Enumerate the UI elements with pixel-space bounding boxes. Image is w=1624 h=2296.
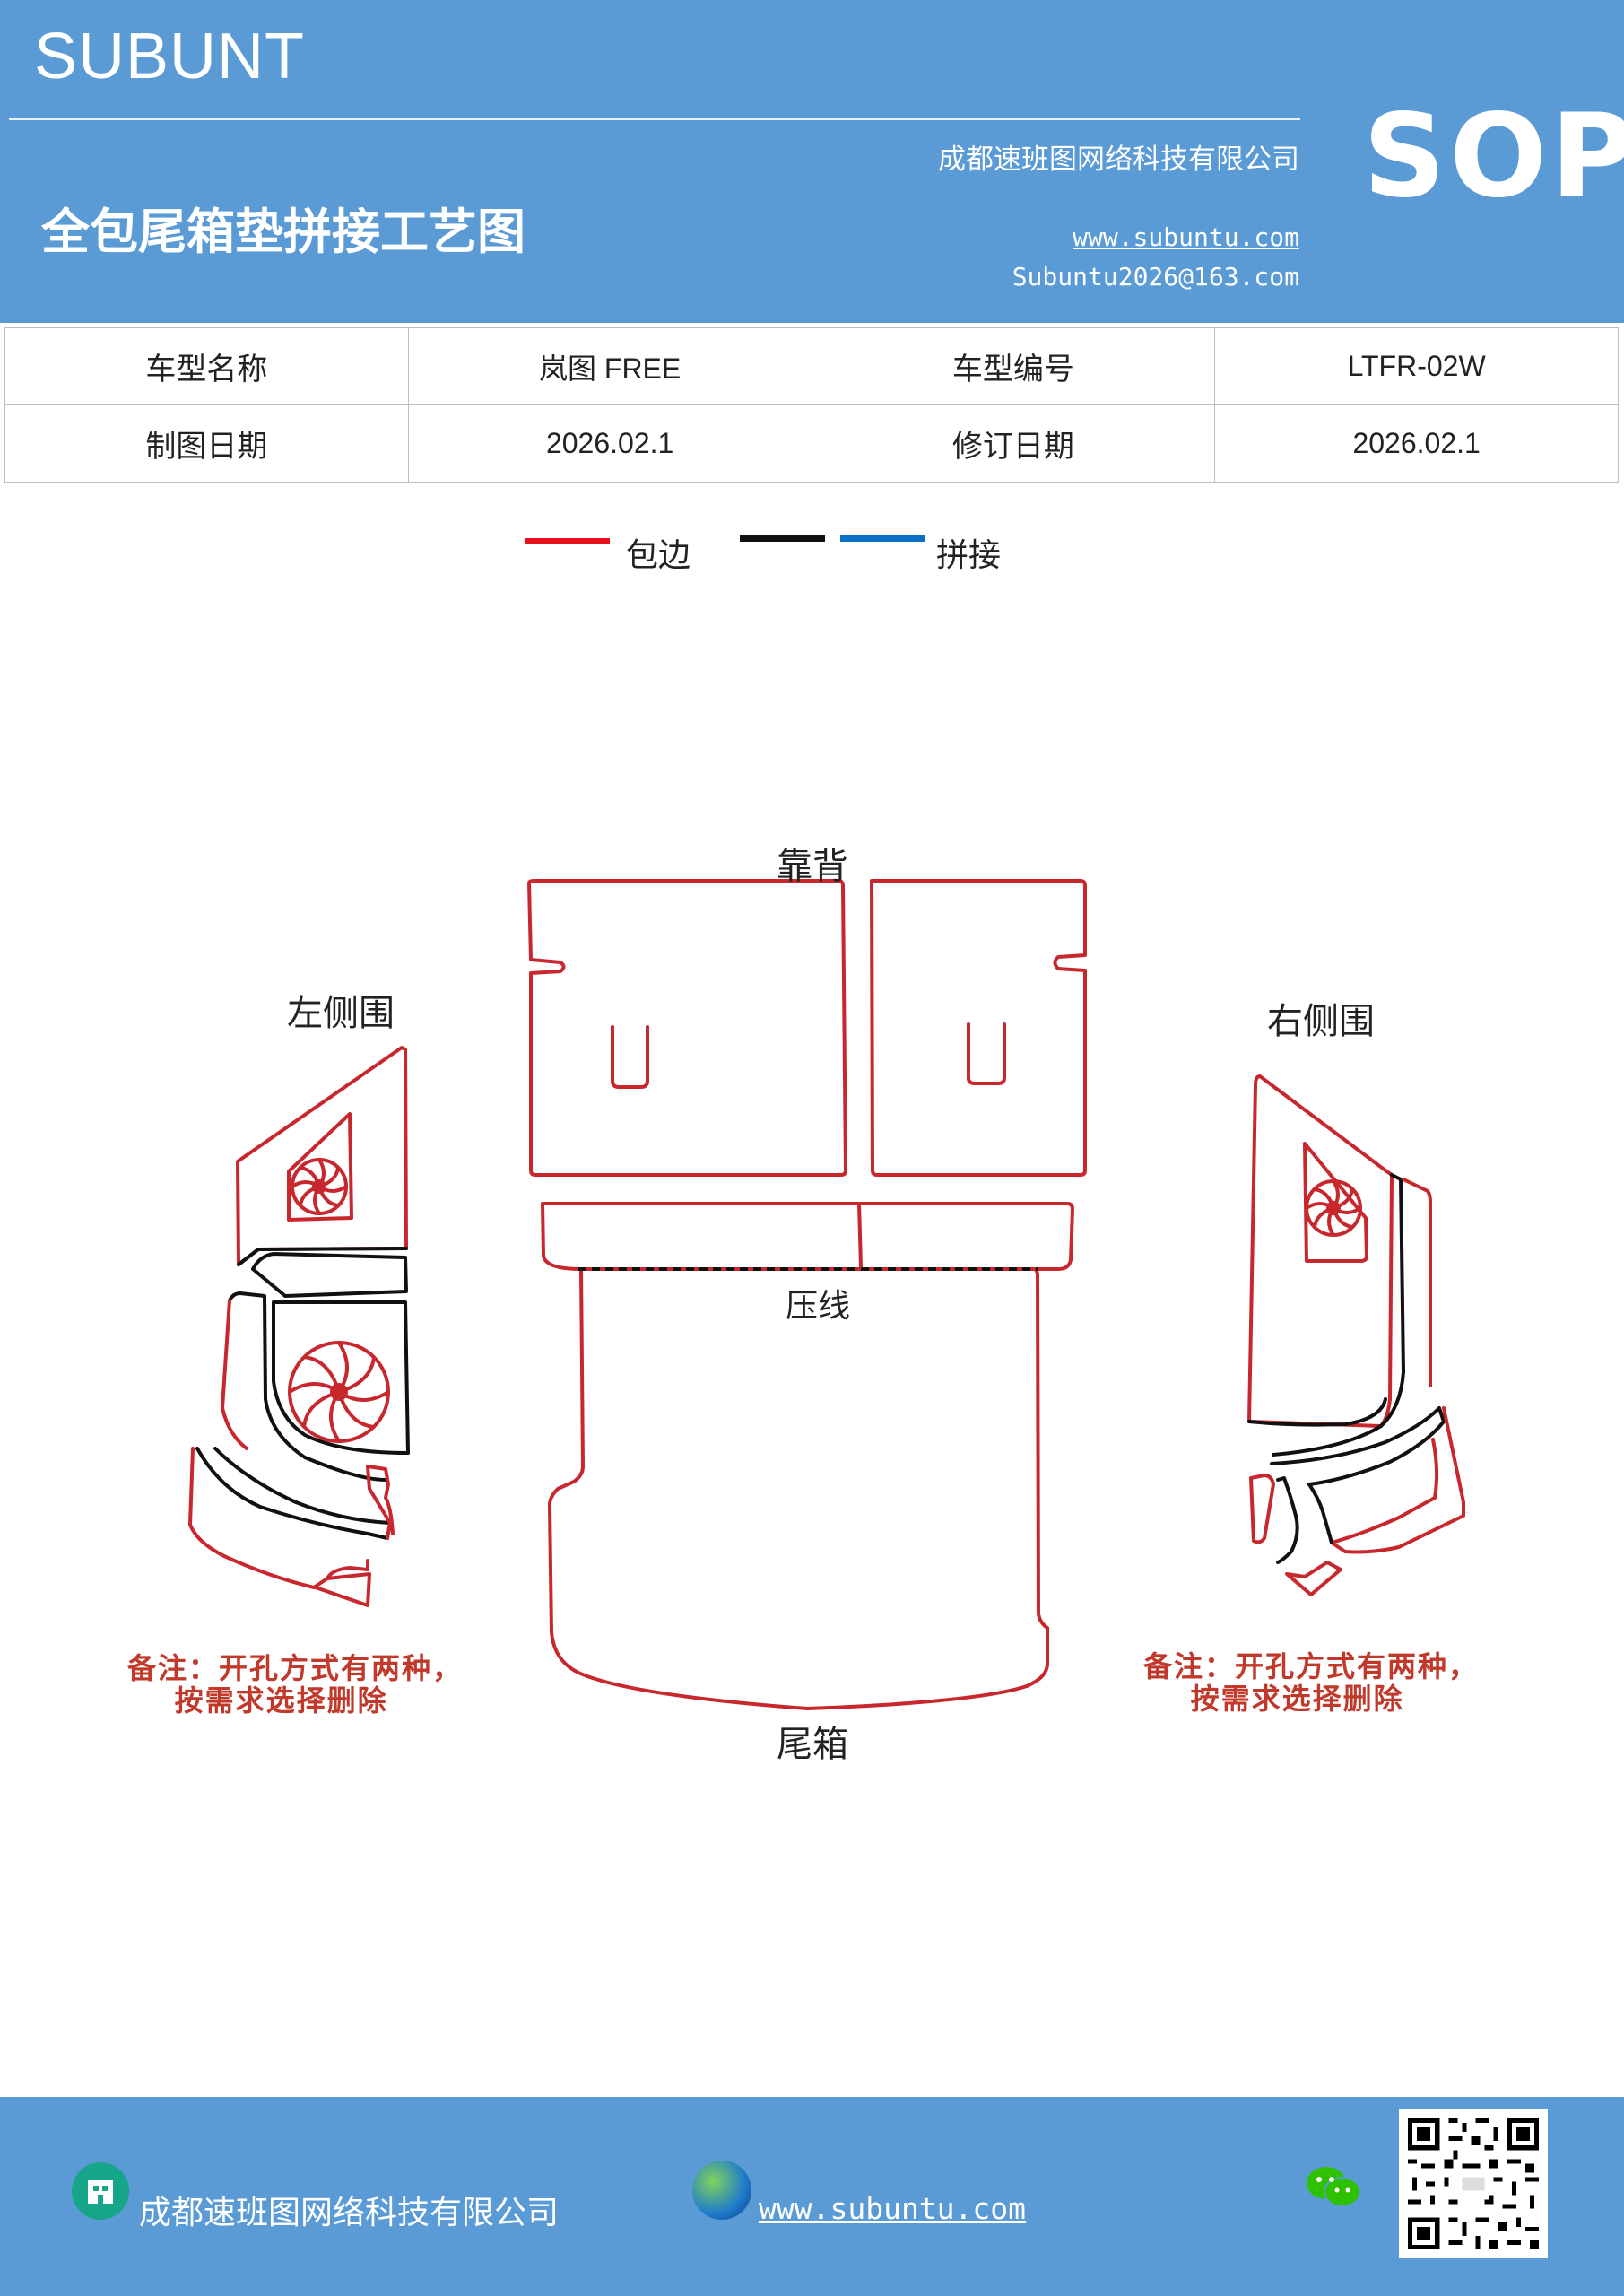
backrest-right-slot bbox=[967, 1022, 1006, 1085]
label-left-side: 左侧围 bbox=[287, 993, 395, 1034]
brand-name: SUBUNT bbox=[34, 21, 306, 92]
note-right: 备注：开孔方式有两种， 按需求选择删除 bbox=[1143, 1649, 1480, 1716]
trunk-floor-panel bbox=[547, 1267, 1049, 1710]
backrest-right-panel bbox=[870, 879, 1087, 1177]
right-mid-curve bbox=[1270, 1406, 1446, 1486]
right-lower-panel bbox=[1330, 1406, 1465, 1554]
note-left: 备注：开孔方式有两种， 按需求选择删除 bbox=[127, 1651, 464, 1718]
label-trunk: 尾箱 bbox=[777, 1724, 848, 1765]
footer-company: 成都速班图网络科技有限公司 bbox=[139, 2195, 560, 2231]
building-icon bbox=[72, 2162, 129, 2220]
label-backrest: 靠背 bbox=[777, 846, 848, 887]
footer-website-link[interactable]: www.subuntu.com bbox=[759, 2191, 1027, 2226]
legend-label-edge: 包边 bbox=[626, 537, 691, 574]
left-mid-strip bbox=[251, 1252, 408, 1298]
footer-banner: 成都速班图网络科技有限公司 www.subuntu.com bbox=[0, 2097, 1624, 2296]
header-divider bbox=[9, 118, 1300, 120]
left-lower-strip bbox=[195, 1447, 392, 1540]
table-cell-label: 修订日期 bbox=[811, 404, 1216, 483]
globe-icon bbox=[692, 2161, 751, 2220]
header-company: 成都速班图网络科技有限公司 bbox=[938, 144, 1299, 176]
left-upper-panel bbox=[236, 1046, 408, 1266]
header-email: Subuntu2026@163.com bbox=[1012, 262, 1299, 291]
left-upper-window bbox=[287, 1112, 353, 1222]
table-cell-label: 车型编号 bbox=[811, 327, 1216, 405]
table-cell-label: 制图日期 bbox=[4, 404, 409, 483]
table-cell-value: 2026.02.1 bbox=[407, 404, 812, 483]
qr-code-image bbox=[1399, 2109, 1548, 2258]
left-lower-edge bbox=[366, 1465, 395, 1540]
legend-swatch-blue bbox=[840, 535, 925, 542]
left-fan-panel bbox=[272, 1300, 410, 1455]
legend-label-splice: 拼接 bbox=[936, 537, 1002, 574]
label-right-side: 右侧围 bbox=[1267, 1001, 1375, 1042]
left-outer-edge bbox=[221, 1299, 248, 1450]
legend-swatch-black bbox=[740, 535, 825, 542]
line-legend: 包边 拼接 bbox=[0, 520, 1624, 574]
sop-badge: SOP bbox=[1363, 90, 1624, 223]
vehicle-info-table: 车型名称 岚图 FREE 车型编号 LTFR-02W 制图日期 2026.02.… bbox=[4, 327, 1619, 483]
right-lower-black bbox=[1307, 1483, 1333, 1544]
backrest-left-panel bbox=[527, 879, 847, 1177]
left-outer-curve bbox=[228, 1292, 387, 1482]
left-window-fan-icon bbox=[291, 1158, 348, 1215]
left-upper-bottom bbox=[237, 1247, 408, 1266]
right-outer-strip bbox=[1402, 1178, 1432, 1387]
right-inner-strip bbox=[1272, 1173, 1405, 1457]
wechat-icon bbox=[1305, 2163, 1362, 2212]
table-cell-label: 车型名称 bbox=[4, 327, 409, 405]
header-website-link[interactable]: www.subuntu.com bbox=[1073, 222, 1299, 252]
right-small-piece bbox=[1249, 1474, 1275, 1544]
left-large-fan-icon bbox=[288, 1341, 390, 1443]
right-bottom-tail bbox=[1285, 1561, 1342, 1596]
right-window-fan-icon bbox=[1305, 1179, 1362, 1237]
backrest-left-slot bbox=[611, 1025, 649, 1089]
document-title: 全包尾箱垫拼接工艺图 bbox=[41, 204, 525, 260]
crease-strip bbox=[541, 1202, 1074, 1271]
table-row: 制图日期 2026.02.1 修订日期 2026.02.1 bbox=[4, 404, 1619, 483]
table-cell-value: 岚图 FREE bbox=[407, 327, 812, 405]
table-cell-value: LTFR-02W bbox=[1214, 327, 1619, 405]
left-bottom-tail bbox=[314, 1572, 371, 1607]
left-bottom-panel bbox=[188, 1447, 369, 1589]
table-row: 车型名称 岚图 FREE 车型编号 LTFR-02W bbox=[4, 327, 1619, 405]
legend-swatch-red bbox=[525, 538, 610, 544]
label-crease: 压线 bbox=[786, 1288, 851, 1325]
header-banner: SUBUNT SOP 成都速班图网络科技有限公司 全包尾箱垫拼接工艺图 www.… bbox=[0, 0, 1624, 323]
table-cell-value: 2026.02.1 bbox=[1214, 404, 1619, 483]
right-upper-window bbox=[1303, 1142, 1368, 1263]
mat-diagram bbox=[188, 879, 1465, 1710]
crease-divider bbox=[857, 1202, 863, 1269]
right-inner-piece bbox=[1276, 1476, 1299, 1564]
right-upper-panel bbox=[1247, 1074, 1394, 1428]
right-upper-bottom bbox=[1247, 1397, 1387, 1427]
